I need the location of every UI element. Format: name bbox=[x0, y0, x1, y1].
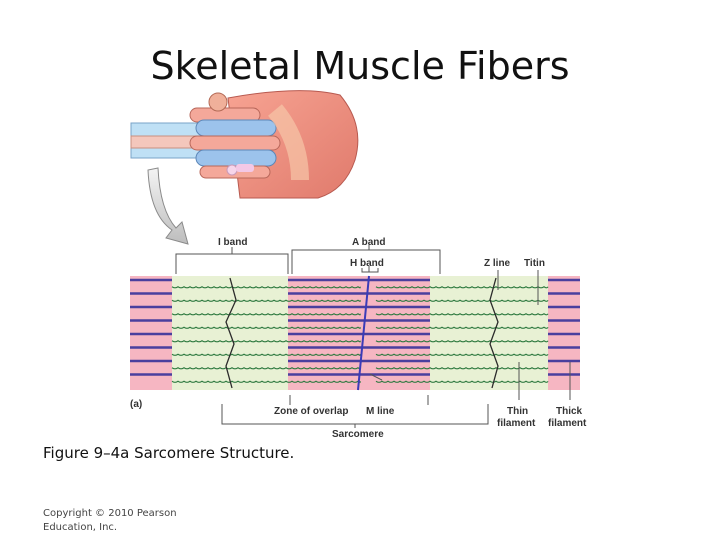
thin-filament-label-line1: Thin bbox=[507, 406, 528, 417]
figure-caption: Figure 9–4a Sarcomere Structure. bbox=[43, 444, 295, 462]
bottom-brackets bbox=[221, 362, 571, 428]
zoom-arrow-icon bbox=[147, 167, 189, 245]
thin-filament-label-line2: filament bbox=[497, 418, 536, 429]
i-band-label: I band bbox=[218, 237, 247, 248]
thin-filament bbox=[375, 326, 549, 329]
thin-filament bbox=[375, 340, 549, 343]
thin-filament bbox=[171, 353, 361, 356]
thick-filament-label-line1: Thick bbox=[556, 406, 583, 417]
muscle-fiber-illustration bbox=[130, 90, 359, 199]
thin-filament bbox=[171, 299, 361, 302]
m-line bbox=[357, 275, 370, 391]
h-band-label: H band bbox=[350, 258, 384, 269]
thin-filament bbox=[171, 286, 361, 289]
m-line-label: M line bbox=[366, 406, 395, 417]
zone-of-overlap-label: Zone of overlap bbox=[274, 406, 348, 417]
top-brackets bbox=[175, 245, 539, 305]
panel-label: (a) bbox=[130, 399, 142, 410]
thin-filament bbox=[171, 367, 361, 370]
thin-filament bbox=[171, 380, 361, 383]
thin-filament bbox=[171, 326, 361, 329]
thin-filament bbox=[375, 367, 549, 370]
thick-filament-label-line2: filament bbox=[548, 418, 587, 429]
z-line-right bbox=[489, 277, 499, 389]
thin-filament bbox=[375, 299, 549, 302]
sarcomere-label: Sarcomere bbox=[332, 429, 384, 440]
thin-filament bbox=[375, 353, 549, 356]
thin-filament bbox=[375, 313, 549, 316]
titin-label: Titin bbox=[524, 258, 545, 269]
z-line-label: Z line bbox=[484, 258, 511, 269]
a-band-label: A band bbox=[352, 237, 386, 248]
thin-filament bbox=[375, 286, 549, 289]
filament-layer bbox=[130, 278, 580, 383]
thin-filament bbox=[171, 340, 361, 343]
z-line-left bbox=[225, 277, 237, 389]
thin-filament bbox=[171, 313, 361, 316]
slide-title: Skeletal Muscle Fibers bbox=[150, 44, 570, 88]
copyright-notice: Copyright © 2010 Pearson Education, Inc. bbox=[43, 508, 177, 533]
thin-filament bbox=[375, 380, 549, 383]
